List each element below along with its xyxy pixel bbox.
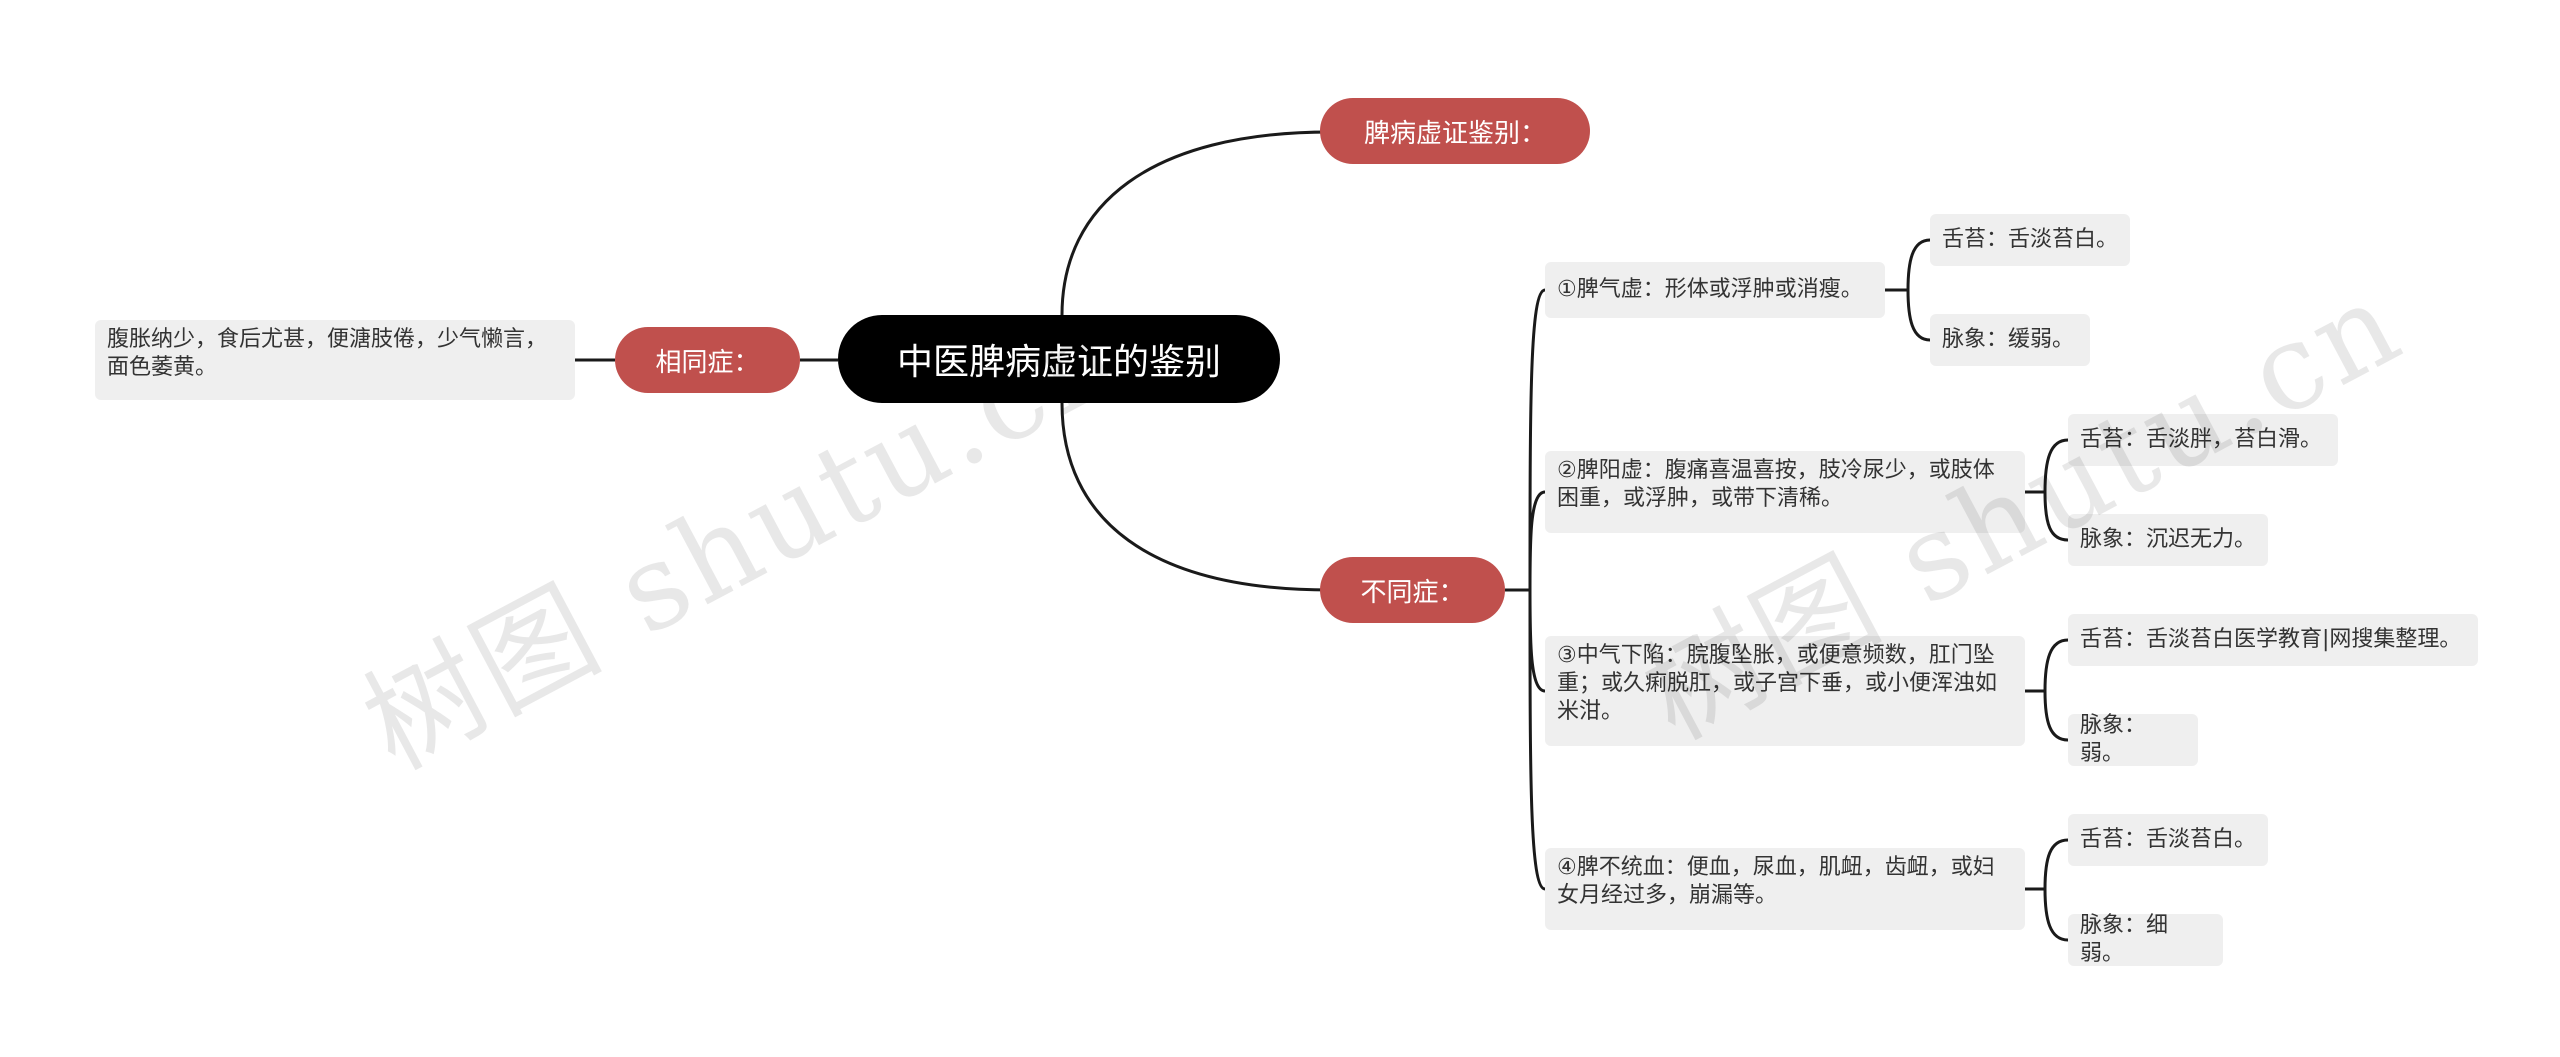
link-diff-item4 bbox=[1528, 589, 1546, 891]
link-item1-tongue bbox=[1885, 238, 1931, 292]
link-item4-pulse bbox=[2043, 888, 2069, 942]
diff-item-1[interactable]: ①脾气虚：形体或浮肿或消瘦。 bbox=[1545, 262, 1885, 318]
diff-item-2-tongue[interactable]: 舌苔：舌淡胖，苔白滑。 bbox=[2068, 414, 2338, 466]
branch-same-label[interactable]: 相同症： bbox=[615, 327, 800, 393]
diff-item-3[interactable]: ③中气下陷：脘腹坠胀，或便意频数，肛门坠重；或久痢脱肛，或子宫下垂，或小便浑浊如… bbox=[1545, 636, 2025, 746]
link-item4-tongue bbox=[2025, 838, 2069, 891]
branch-diff-label[interactable]: 不同症： bbox=[1320, 557, 1505, 623]
diff-item-3-tongue[interactable]: 舌苔：舌淡苔白医学教育|网搜集整理。 bbox=[2068, 614, 2478, 666]
same-detail[interactable]: 腹胀纳少，食后尤甚，便溏肢倦，少气懒言，面色萎黄。 bbox=[95, 320, 575, 400]
diff-item-1-tongue[interactable]: 舌苔：舌淡苔白。 bbox=[1930, 214, 2130, 266]
diff-item-2[interactable]: ②脾阳虚：腹痛喜温喜按，肢冷尿少，或肢体困重，或浮肿，或带下清稀。 bbox=[1545, 451, 2025, 533]
link-diff-item2 bbox=[1528, 490, 1546, 591]
link-diff-item1 bbox=[1528, 288, 1546, 591]
diff-item-3-pulse[interactable]: 脉象：弱。 bbox=[2068, 713, 2198, 766]
link-item2-tongue bbox=[2025, 438, 2069, 494]
link-root-top bbox=[1060, 130, 1331, 316]
diff-item-4-tongue[interactable]: 舌苔：舌淡苔白。 bbox=[2068, 814, 2268, 866]
branch-top-label[interactable]: 脾病虚证鉴别： bbox=[1320, 98, 1590, 164]
link-item1-pulse bbox=[1906, 289, 1931, 342]
link-item3-pulse bbox=[2043, 690, 2069, 742]
link-root-diff bbox=[1060, 402, 1331, 592]
root-topic[interactable]: 中医脾病虚证的鉴别 bbox=[838, 315, 1280, 403]
diff-item-4[interactable]: ④脾不统血：便血，尿血，肌衄，齿衄，或妇女月经过多，崩漏等。 bbox=[1545, 848, 2025, 930]
diff-item-2-pulse[interactable]: 脉象：沉迟无力。 bbox=[2068, 514, 2268, 566]
link-item2-pulse bbox=[2043, 491, 2069, 542]
link-diff-item3 bbox=[1528, 589, 1546, 693]
diff-item-1-pulse[interactable]: 脉象：缓弱。 bbox=[1930, 314, 2090, 366]
diff-item-4-pulse[interactable]: 脉象：细弱。 bbox=[2068, 913, 2223, 966]
link-item3-tongue bbox=[2025, 638, 2069, 693]
